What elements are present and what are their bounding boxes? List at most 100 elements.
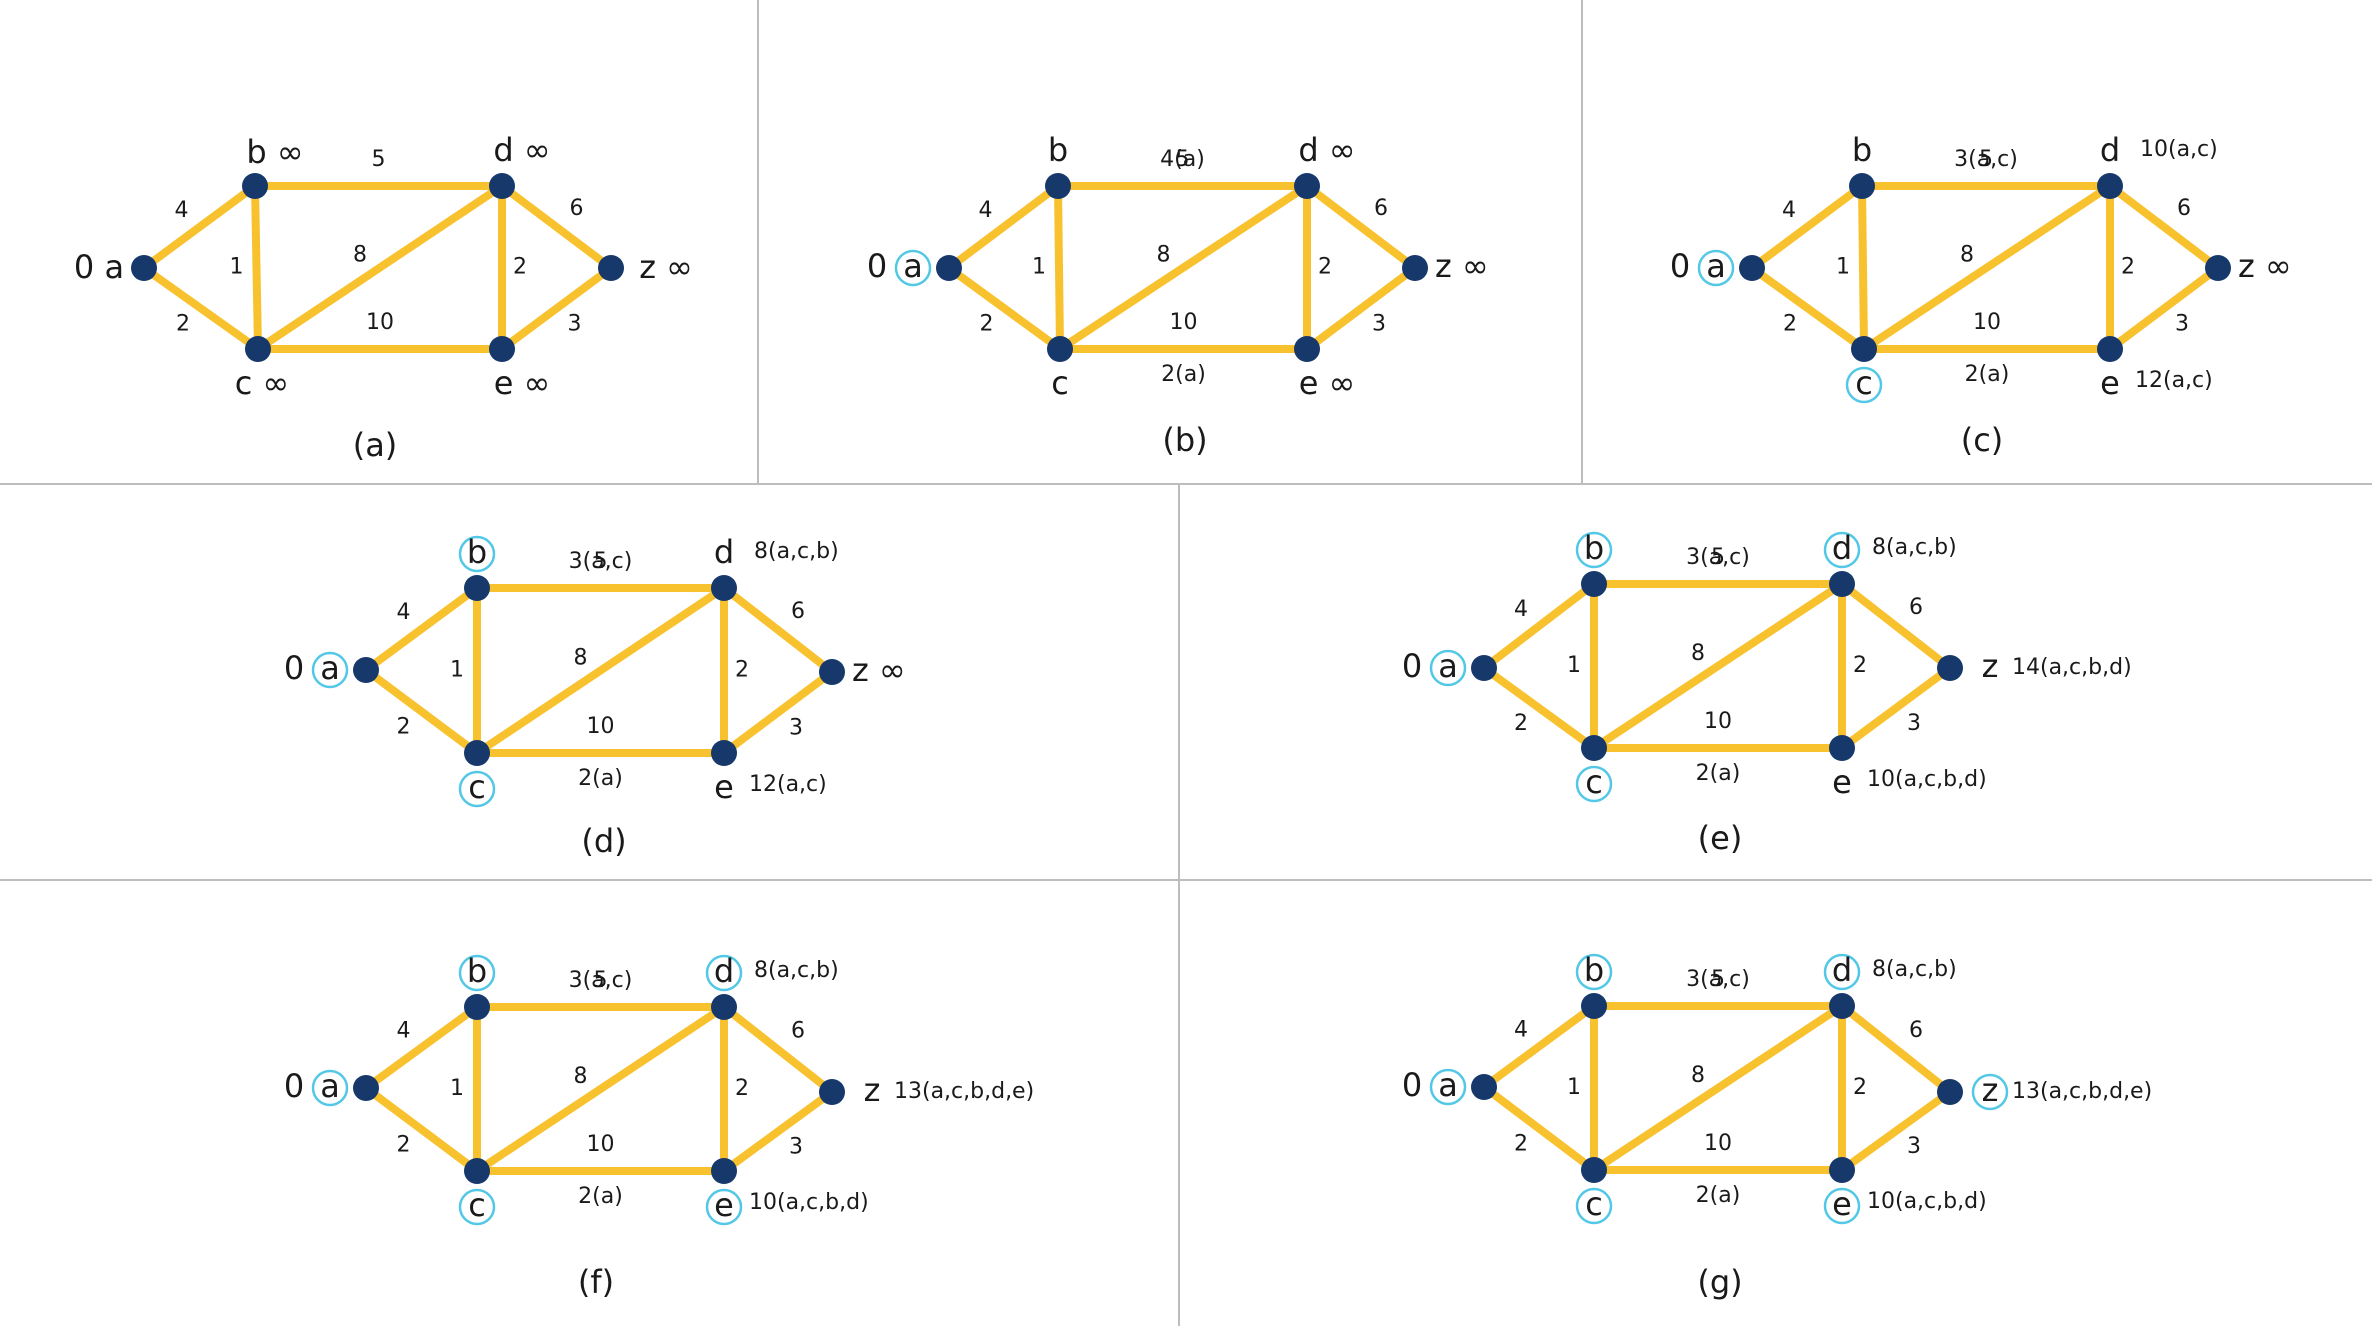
node-d	[1829, 571, 1855, 597]
edge-weight-bd: 5	[594, 549, 608, 574]
visited-ring-c	[458, 770, 496, 808]
edge-weight-bd: 5	[1979, 147, 1993, 172]
edge-dz	[1838, 580, 1954, 672]
distance-label-b: 3(a,c)	[569, 968, 633, 993]
edge-weight-dz: 6	[791, 599, 805, 624]
visited-ring-e	[1823, 1187, 1861, 1225]
node-label-a: a	[320, 649, 340, 687]
visited-ring-c	[458, 1188, 496, 1226]
edge-bc	[251, 182, 262, 353]
edge-weight-ac: 2	[1514, 1132, 1528, 1157]
visited-ring-b	[1575, 953, 1613, 991]
edge-cd	[473, 584, 728, 757]
edge-weight-ce: 10	[1704, 1131, 1732, 1156]
node-b	[464, 994, 490, 1020]
edge-weight-ac: 2	[1514, 711, 1528, 736]
source-distance: 0	[284, 649, 304, 687]
edge-weight-bc: 1	[1836, 255, 1850, 280]
node-e	[1294, 336, 1320, 362]
node-b	[1581, 993, 1607, 1019]
distance-label-d: 10(a,c)	[2140, 137, 2218, 162]
node-z	[598, 255, 624, 281]
node-c	[1047, 336, 1073, 362]
edge-weight-ab: 4	[397, 1019, 411, 1044]
distance-label-d: 8(a,c,b)	[754, 539, 839, 564]
edge-weight-cd: 8	[1691, 641, 1705, 666]
edge-weight-ce: 10	[587, 714, 615, 739]
node-b	[1581, 571, 1607, 597]
node-label-z: z	[864, 1071, 881, 1109]
distance-label-b: 3(a,c)	[1954, 147, 2018, 172]
edge-ac	[945, 264, 1064, 353]
node-label-e: e	[2100, 364, 2120, 402]
panel-g: 4215810263abcdez03(a,c)2(a)8(a,c,b)10(a,…	[1402, 951, 2152, 1301]
distance-label-c: 2(a)	[1161, 362, 1206, 387]
edge-ab	[362, 584, 481, 674]
node-label-d: d	[714, 533, 734, 571]
edge-ez	[720, 668, 836, 757]
edge-weight-bc: 1	[450, 658, 464, 683]
distance-label-z: 14(a,c,b,d)	[2012, 655, 2132, 680]
node-d	[489, 173, 515, 199]
edge-ez	[1303, 264, 1419, 353]
node-label-c: c	[468, 1186, 486, 1224]
source-distance: 0	[1670, 247, 1690, 285]
edge-weight-ce: 10	[1170, 310, 1198, 335]
node-c	[245, 336, 271, 362]
edge-weight-bc: 1	[1567, 1075, 1581, 1100]
node-b	[464, 575, 490, 601]
node-e	[1829, 1157, 1855, 1183]
visited-ring-a	[311, 651, 349, 689]
node-e	[1829, 735, 1855, 761]
edge-weight-ez: 3	[568, 312, 582, 337]
edge-weight-de: 2	[735, 1076, 749, 1101]
edge-ac	[1748, 264, 1868, 353]
edge-weight-dz: 6	[570, 196, 584, 221]
edge-weight-ez: 3	[2175, 312, 2189, 337]
panel-e: 4215810263abcdez03(a,c)2(a)8(a,c,b)10(a,…	[1402, 529, 2132, 857]
visited-ring-c	[1845, 366, 1883, 404]
edge-weight-ab: 4	[175, 198, 189, 223]
distance-label-b: 3(a,c)	[569, 549, 633, 574]
edge-weight-ac: 2	[1783, 312, 1797, 337]
edge-weight-cd: 8	[574, 646, 588, 671]
edge-ab	[362, 1003, 481, 1092]
edge-ac	[362, 666, 481, 757]
node-label-z: z	[1982, 1071, 1999, 1109]
edge-ez	[1838, 1088, 1954, 1174]
edge-weight-de: 2	[1853, 653, 1867, 678]
visited-ring-d	[1823, 531, 1861, 569]
node-z	[2205, 255, 2231, 281]
node-label-a: a	[1438, 1066, 1458, 1104]
node-c	[1581, 1157, 1607, 1183]
edge-weight-bd: 5	[594, 968, 608, 993]
node-a	[1471, 655, 1497, 681]
edge-cd	[1590, 1002, 1846, 1174]
distance-label-c: 2(a)	[1965, 362, 2010, 387]
edge-weight-ab: 4	[1514, 597, 1528, 622]
node-d	[711, 994, 737, 1020]
node-label-e: e	[1832, 1185, 1852, 1223]
node-label-a: a	[1438, 647, 1458, 685]
edge-ac	[1480, 1083, 1598, 1174]
edge-weight-de: 2	[1318, 255, 1332, 280]
source-distance: 0	[1402, 1066, 1422, 1104]
edge-ez	[498, 264, 615, 353]
edge-weight-cd: 8	[1691, 1063, 1705, 1088]
edge-weight-ab: 4	[979, 198, 993, 223]
node-label-c: c	[1585, 763, 1603, 801]
visited-ring-a	[1429, 649, 1467, 687]
node-b	[1849, 173, 1875, 199]
visited-ring-z	[1971, 1073, 2009, 1111]
source-distance: 0	[867, 247, 887, 285]
source-distance: 0	[284, 1067, 304, 1105]
node-e	[489, 336, 515, 362]
node-label-b: b	[1852, 131, 1872, 169]
distance-label-z: 13(a,c,b,d,e)	[2012, 1079, 2152, 1104]
distance-label-e: 12(a,c)	[749, 772, 827, 797]
edge-weight-de: 2	[1853, 1075, 1867, 1100]
node-c	[1851, 336, 1877, 362]
